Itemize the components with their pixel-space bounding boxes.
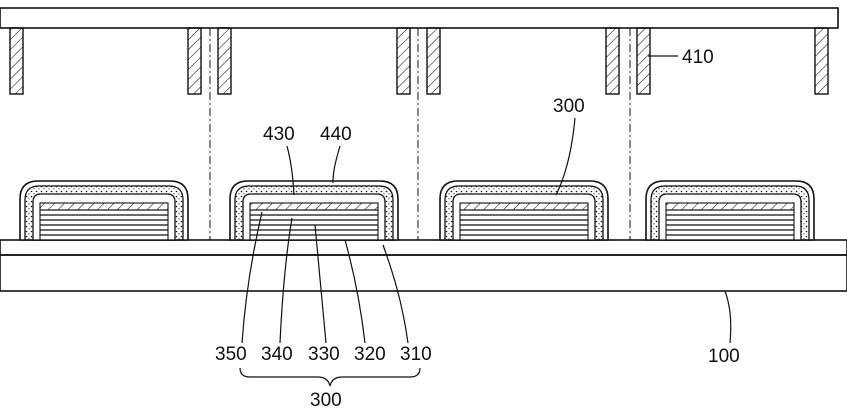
mask-pillar [606,28,619,94]
label-300-bottom: 300 [310,390,342,409]
substrate [0,240,847,291]
layer-350 [40,203,168,210]
device-stack [20,181,188,240]
mask-pillar [427,28,440,94]
mask-pillar [815,28,828,94]
device-stack [646,181,814,240]
mask-pillar [637,28,650,94]
brace-300 [240,368,420,386]
inner-frame [659,194,801,240]
mask-pillar [397,28,410,94]
inner-frame [33,194,175,240]
label-320: 320 [354,344,386,365]
label-410: 410 [682,47,714,68]
inner-frame [453,194,595,240]
label-300-top: 300 [553,96,585,117]
leader-100 [725,291,731,343]
mask-pillar [218,28,231,94]
leader-310 [383,245,408,343]
layer-350 [250,203,378,210]
device-stack [440,181,608,240]
mask-pillar [188,28,201,94]
label-310: 310 [400,344,432,365]
layer-350 [460,203,588,210]
label-430: 430 [263,124,295,145]
label-440: 440 [320,124,352,145]
label-330: 330 [308,344,340,365]
label-100: 100 [708,346,740,367]
mask-plate [0,8,838,28]
inner-frame [243,194,385,240]
leader-330 [315,225,326,343]
device-stacks [20,181,814,240]
layer-350 [666,203,794,210]
label-350: 350 [215,344,247,365]
label-340: 340 [261,344,293,365]
leader-440 [333,146,340,183]
device-stack [230,181,398,240]
mask-pillar [10,28,23,94]
